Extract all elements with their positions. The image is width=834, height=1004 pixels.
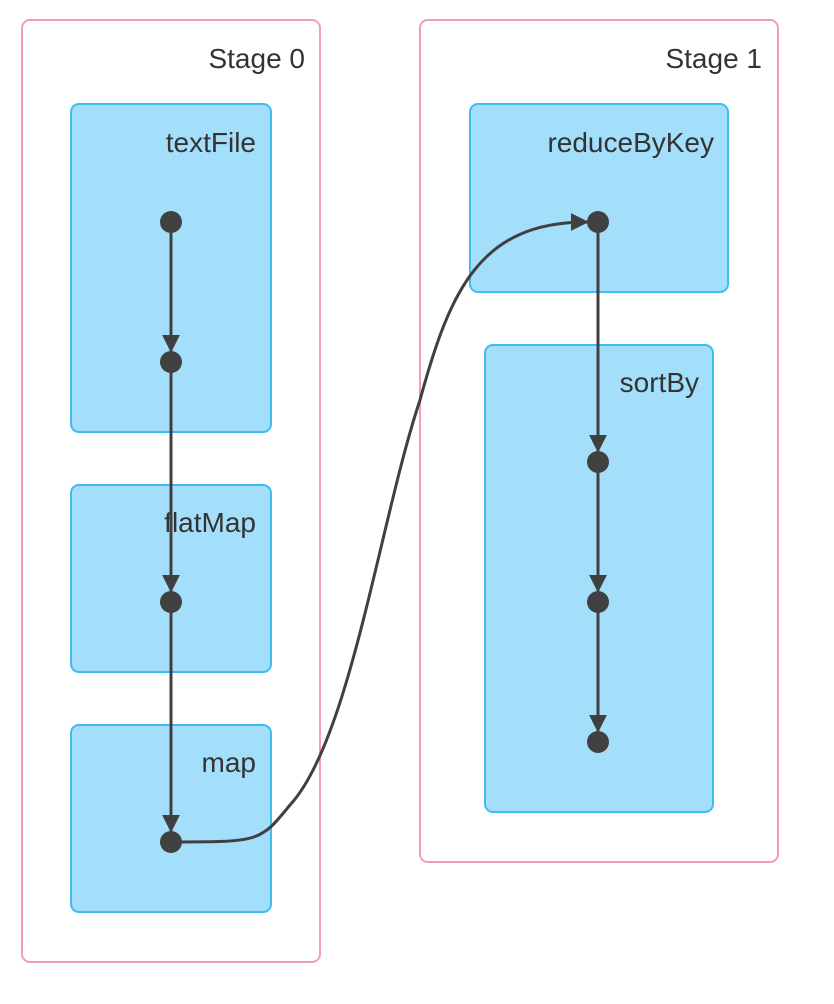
op-reduceByKey[interactable]: reduceByKey	[469, 103, 729, 293]
node-sortBy-2[interactable]	[587, 731, 609, 753]
edges	[162, 213, 607, 844]
op-textFile-label: textFile	[166, 127, 256, 158]
node-sortBy-1[interactable]	[587, 591, 609, 613]
stage-0-label: Stage 0	[208, 43, 305, 74]
node-textFile-1[interactable]	[160, 351, 182, 373]
op-reduceByKey-label: reduceByKey	[547, 127, 714, 158]
stage-1-label: Stage 1	[665, 43, 762, 74]
node-reduceByKey-0[interactable]	[587, 211, 609, 233]
node-map-0[interactable]	[160, 831, 182, 853]
nodes	[160, 211, 609, 853]
node-flatMap-0[interactable]	[160, 591, 182, 613]
node-sortBy-0[interactable]	[587, 451, 609, 473]
node-textFile-0[interactable]	[160, 211, 182, 233]
edge-map0-reduceByKey0[interactable]	[170, 213, 589, 844]
op-sortBy-label: sortBy	[620, 367, 699, 398]
op-flatMap-label: flatMap	[164, 507, 256, 538]
op-map-label: map	[202, 747, 256, 778]
